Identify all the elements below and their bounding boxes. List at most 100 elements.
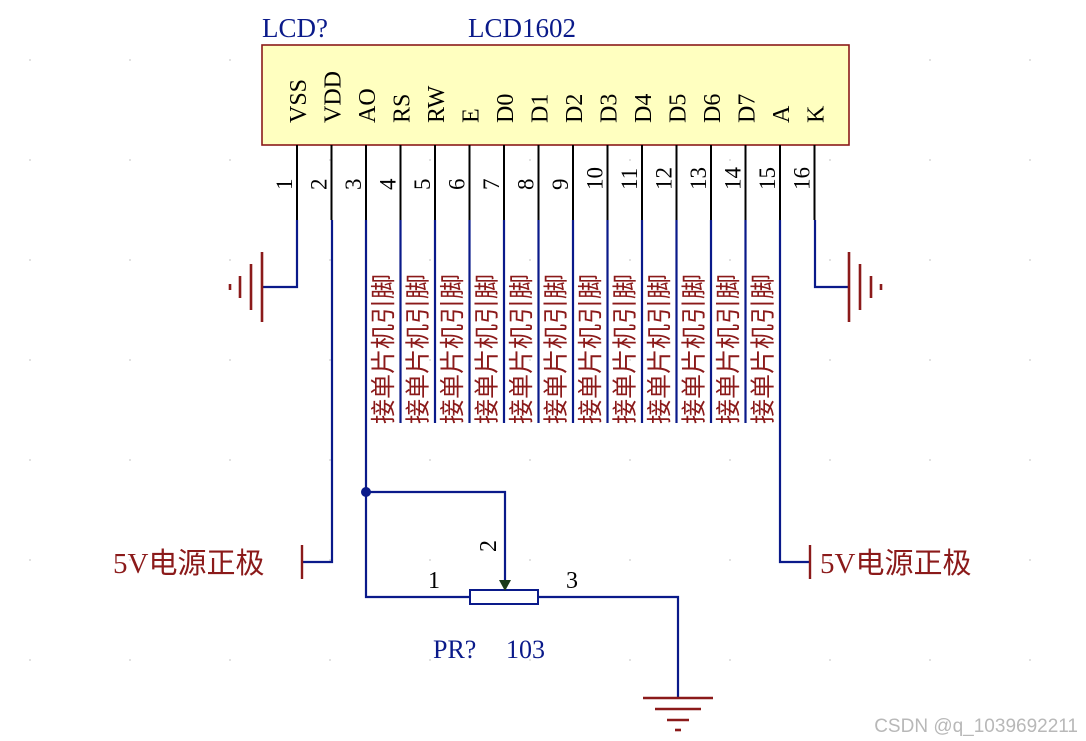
lcd-pin-name: AO	[355, 88, 381, 123]
wiper-arrow-icon	[499, 580, 511, 591]
wire-a-5v	[778, 220, 810, 564]
grid-dot	[529, 359, 531, 361]
mcu-net-label: 接单片机引脚	[612, 274, 640, 424]
grid-dot	[329, 659, 331, 661]
power-symbol-right: 5V电源正极	[808, 545, 971, 580]
grid-dot	[229, 359, 231, 361]
lcd-pin-name: D4	[631, 94, 657, 123]
lcd-pin-number: 8	[514, 179, 539, 191]
grid-dot	[729, 459, 731, 461]
lcd-pin-name: D2	[562, 94, 588, 123]
wire-k-gnd	[813, 220, 849, 289]
lcd-pin-number: 5	[410, 179, 435, 191]
pot-designator: PR?	[433, 635, 476, 664]
lcd-pin-number: 14	[721, 167, 746, 191]
ground-symbol-right	[847, 252, 883, 322]
mcu-net-label: 接单片机引脚	[439, 274, 467, 424]
mcu-net-label: 接单片机引脚	[370, 274, 398, 424]
lcd-pin-name: VSS	[286, 79, 312, 123]
grid-dot	[229, 59, 231, 61]
grid-dot	[429, 559, 431, 561]
lcd-pin-number: 10	[583, 167, 608, 190]
mcu-net-label: 接单片机引脚	[750, 274, 778, 424]
grid-dot	[829, 259, 831, 261]
lcd-pin-name: A	[769, 105, 795, 123]
grid-dot	[29, 359, 31, 361]
grid-dot	[829, 559, 831, 561]
grid-dot	[729, 559, 731, 561]
grid-dot	[829, 659, 831, 661]
lcd-pin-number: 16	[790, 167, 815, 190]
grid-dot	[429, 159, 431, 161]
grid-dot	[229, 159, 231, 161]
lcd-body[interactable]	[261, 44, 850, 146]
grid-dot	[629, 459, 631, 461]
lcd-pin-name: D7	[735, 94, 761, 123]
lcd-pin-name: D6	[700, 94, 726, 123]
grid-dot	[629, 559, 631, 561]
lcd-pin-number: 6	[445, 179, 470, 191]
lcd-pin-number: 9	[548, 179, 573, 191]
lcd-pin-number: 11	[617, 168, 642, 190]
grid-dot	[229, 459, 231, 461]
grid-dot	[829, 359, 831, 361]
lcd-part-name: LCD1602	[468, 13, 576, 43]
grid-dot	[629, 359, 631, 361]
grid-dot	[1029, 59, 1031, 61]
grid-dot	[1029, 159, 1031, 161]
mcu-net-label: 接单片机引脚	[543, 274, 571, 424]
grid-dot	[329, 459, 331, 461]
lcd-pin-name: D3	[597, 94, 623, 123]
grid-dot	[629, 659, 631, 661]
lcd-pin-name: D0	[493, 94, 519, 123]
grid-dot	[229, 559, 231, 561]
grid-dot	[429, 459, 431, 461]
grid-dot	[129, 459, 131, 461]
grid-dot	[29, 259, 31, 261]
lcd1602-component[interactable]: LCD? LCD1602 VSS1VDD2AO3RS4RW5E6D07D18D2…	[261, 13, 850, 220]
grid-dot	[129, 159, 131, 161]
grid-dot	[229, 659, 231, 661]
pot-pin1-number: 1	[428, 568, 440, 594]
grid-dot	[29, 559, 31, 561]
mcu-net-label: 接单片机引脚	[474, 274, 502, 424]
grid-dot	[1029, 359, 1031, 361]
grid-dot	[1029, 559, 1031, 561]
grid-dot	[29, 659, 31, 661]
grid-dot	[1029, 659, 1031, 661]
mcu-net-label: 接单片机引脚	[715, 274, 743, 424]
grid-dot	[129, 359, 131, 361]
grid-dot	[229, 259, 231, 261]
pot-pin3-number: 3	[566, 568, 578, 594]
grid-dot	[829, 459, 831, 461]
lcd-pin-number: 3	[341, 179, 366, 191]
grid-dot	[829, 159, 831, 161]
junction-dot	[361, 487, 371, 497]
grid-dot	[329, 559, 331, 561]
potentiometer-body[interactable]	[469, 589, 539, 605]
wire-ao-wiper	[366, 490, 507, 580]
grid-dot	[729, 259, 731, 261]
grid-dot	[929, 359, 931, 361]
lcd-pin-number: 15	[755, 167, 780, 190]
potentiometer[interactable]: 1 2 3 PR? 103	[428, 540, 578, 664]
grid-dot	[29, 459, 31, 461]
ground-symbol-left	[228, 252, 264, 322]
grid-dot	[929, 59, 931, 61]
power-label-left: 5V电源正极	[113, 547, 264, 580]
watermark-text: CSDN @q_1039692211	[874, 716, 1078, 737]
power-symbol-left: 5V电源正极	[113, 545, 304, 580]
grid-dot	[529, 259, 531, 261]
grid-dot	[429, 259, 431, 261]
grid-dot	[429, 659, 431, 661]
power-label-right: 5V电源正极	[820, 547, 971, 580]
wire-vss-gnd	[262, 220, 299, 289]
grid-dot	[29, 159, 31, 161]
grid-dot	[129, 259, 131, 261]
grid-dot	[929, 259, 931, 261]
wire-ao-pot	[364, 220, 470, 599]
mcu-net-label: 接单片机引脚	[681, 274, 709, 424]
grid-dot	[729, 159, 731, 161]
lcd-pin-number: 13	[686, 167, 711, 190]
